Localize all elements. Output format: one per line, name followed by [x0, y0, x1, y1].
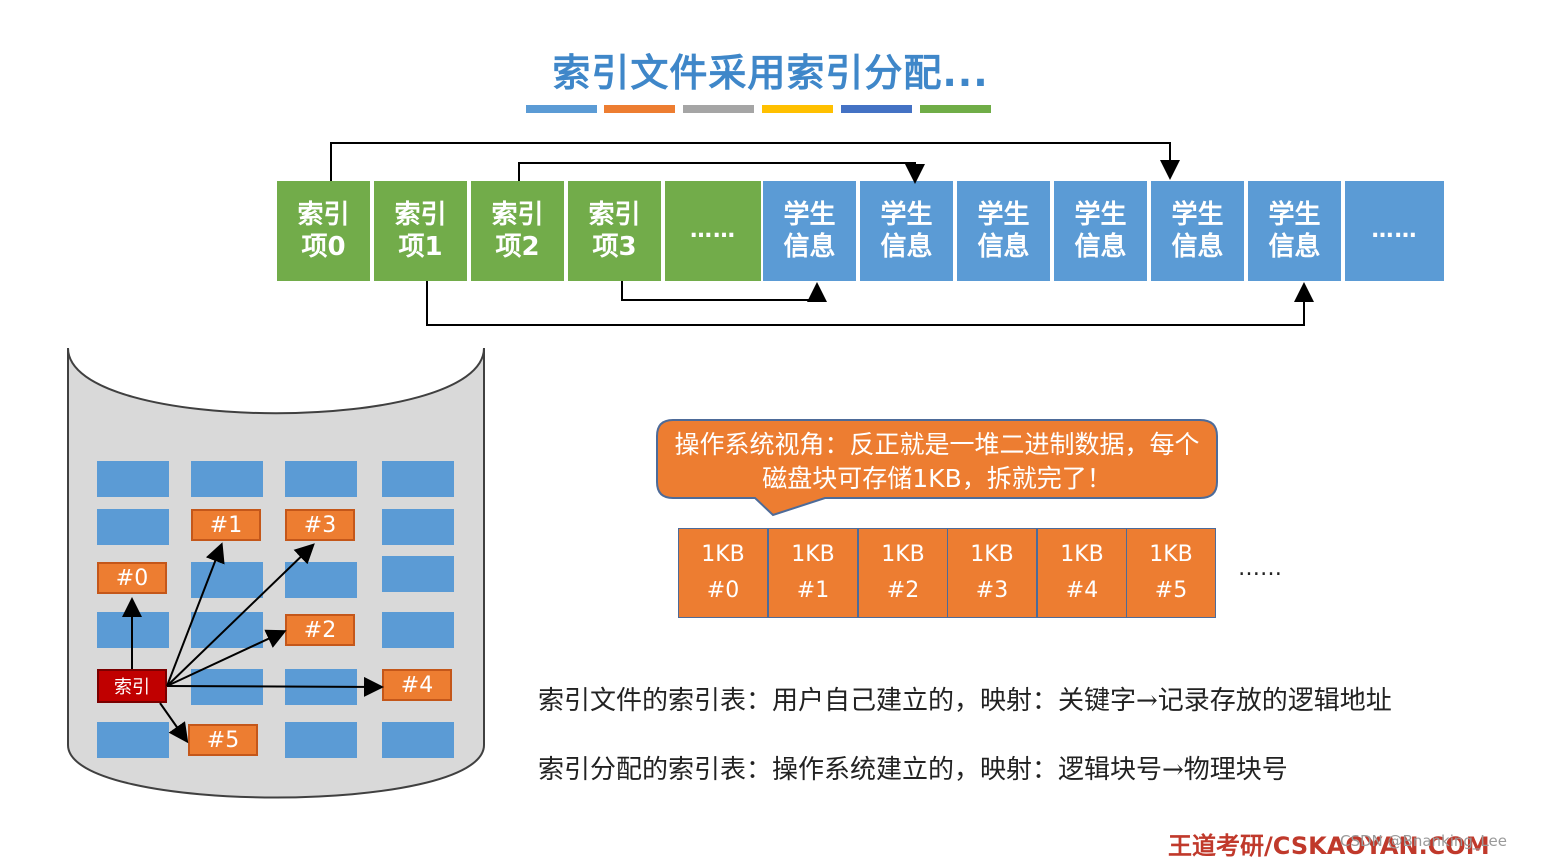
- footer-brand: 王道考研/CSKAOYAN.COM: [1168, 832, 1490, 860]
- index-item-1: 索引项1: [374, 181, 469, 281]
- disk-block: [191, 612, 263, 648]
- kb-id: #3: [975, 578, 1009, 603]
- index-pointer-arrows: [330, 142, 1314, 326]
- index-item-3: 索引项3: [568, 181, 663, 281]
- kb-block-2: 1KB#2: [858, 528, 948, 618]
- speech-bubble: [656, 419, 1218, 517]
- student-info-4: 学生信息: [1151, 181, 1246, 281]
- disk-block-1: #1: [191, 509, 261, 541]
- kb-id: #1: [796, 578, 830, 603]
- student-info-label: 信息: [1171, 232, 1224, 262]
- note-index-file: 索引文件的索引表：用户自己建立的，映射：关键字→记录存放的逻辑地址: [538, 686, 1392, 716]
- title-stripe: [604, 105, 675, 113]
- kb-id: #4: [1065, 578, 1099, 603]
- index-item-label: 索引: [394, 200, 447, 230]
- disk-block-5: #5: [188, 724, 258, 756]
- disk-block: [285, 461, 357, 497]
- title-stripe: [683, 105, 754, 113]
- pointer-arrow-item3: [621, 281, 827, 302]
- disk-block: [382, 509, 454, 545]
- arrow-to-block-4: [166, 676, 384, 697]
- disk-block: [97, 509, 169, 545]
- kb-size: 1KB: [970, 542, 1014, 567]
- pointer-arrow-item1: [426, 281, 1314, 326]
- disk-block-0: #0: [97, 562, 167, 594]
- kb-id: #2: [886, 578, 920, 603]
- student-info-0: 学生信息: [763, 181, 858, 281]
- index-item-number: 项0: [301, 232, 346, 262]
- kb-block-0: 1KB#0: [678, 528, 768, 618]
- student-info-2: 学生信息: [957, 181, 1052, 281]
- speech-bubble-text: 操作系统视角：反正就是一堆二进制数据，每个磁盘块可存储1KB，拆就完了！: [674, 430, 1200, 493]
- student-info-label: 信息: [880, 232, 933, 262]
- disk-block: [285, 722, 357, 758]
- index-item-2: 索引项2: [471, 181, 566, 281]
- student-info-label: 学生: [1268, 200, 1321, 230]
- student-info-5: 学生信息: [1248, 181, 1343, 281]
- student-info-label: 信息: [1268, 232, 1321, 262]
- disk-block: [382, 461, 454, 497]
- index-item-number: 项2: [495, 232, 540, 262]
- index-item-label: 索引: [297, 200, 350, 230]
- student-info-label: 学生: [1171, 200, 1224, 230]
- kb-size: 1KB: [881, 542, 925, 567]
- kb-block-5: 1KB#5: [1126, 528, 1216, 618]
- disk-block: [382, 612, 454, 648]
- disk-block: [97, 461, 169, 497]
- disk-block: [285, 562, 357, 598]
- index-item-number: 项3: [592, 232, 637, 262]
- index-item-more: ……: [665, 181, 763, 281]
- arrow-to-block-1: [166, 542, 225, 687]
- student-info-label: 学生: [1074, 200, 1127, 230]
- title-stripe: [841, 105, 912, 113]
- disk-index-block: 索引: [97, 669, 167, 703]
- csdn-watermark: CSDN @Bnanking_Lee: [1340, 832, 1507, 850]
- student-info-label: 信息: [783, 232, 836, 262]
- page-title: 索引文件采用索引分配...: [552, 51, 989, 95]
- kb-size: 1KB: [1149, 542, 1193, 567]
- kb-id: #0: [706, 578, 740, 603]
- kb-block-4: 1KB#4: [1037, 528, 1127, 618]
- student-info-label: 信息: [1074, 232, 1127, 262]
- kb-size: 1KB: [701, 542, 745, 567]
- pointer-arrow-item0: [330, 142, 1180, 181]
- disk-block-2: #2: [285, 614, 355, 646]
- student-info-label: 信息: [977, 232, 1030, 262]
- kb-more: ……: [1238, 556, 1282, 581]
- student-info-more: ……: [1345, 181, 1444, 281]
- arrow-to-block-5: [159, 702, 189, 744]
- kb-size: 1KB: [791, 542, 835, 567]
- student-info-1: 学生信息: [860, 181, 955, 281]
- index-item-label: 索引: [491, 200, 544, 230]
- arrow-to-block-3: [166, 543, 315, 687]
- kb-block-1: 1KB#1: [768, 528, 858, 618]
- title-stripe: [920, 105, 991, 113]
- title-stripe: [762, 105, 833, 113]
- disk-block: [382, 556, 454, 592]
- arrow-to-block-2: [166, 629, 287, 687]
- note-index-allocation: 索引分配的索引表：操作系统建立的，映射：逻辑块号→物理块号: [538, 755, 1288, 785]
- disk-block: [191, 461, 263, 497]
- kb-id: #5: [1154, 578, 1188, 603]
- disk-index-arrows: [122, 542, 384, 744]
- disk-block-4: #4: [382, 669, 452, 701]
- student-info-label: 学生: [880, 200, 933, 230]
- index-item-label: 索引: [588, 200, 641, 230]
- disk-block-3: #3: [285, 509, 355, 541]
- student-info-label: 学生: [783, 200, 836, 230]
- index-item-0: 索引项0: [277, 181, 372, 281]
- pointer-arrow-item2: [518, 162, 925, 184]
- kb-block-3: 1KB#3: [947, 528, 1037, 618]
- title-stripe: [526, 105, 597, 113]
- disk-block: [382, 722, 454, 758]
- student-info-label: 学生: [977, 200, 1030, 230]
- disk-block: [97, 722, 169, 758]
- index-item-number: 项1: [398, 232, 443, 262]
- kb-size: 1KB: [1060, 542, 1104, 567]
- student-info-3: 学生信息: [1054, 181, 1149, 281]
